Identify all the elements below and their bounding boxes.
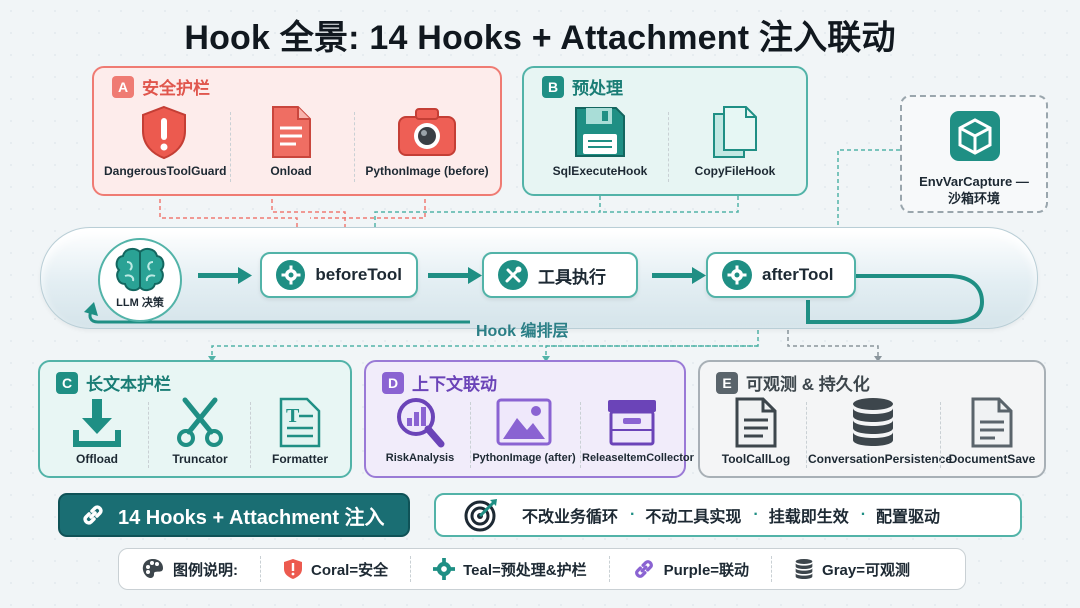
text-document-icon: T (279, 397, 321, 448)
legend-gray: Gray=可观测 (772, 556, 932, 582)
hook-document-save[interactable]: DocumentSave (942, 396, 1042, 466)
hook-conversation-persistence[interactable]: ConversationPersistence (808, 396, 952, 466)
target-icon (464, 499, 497, 532)
principle-item: 挂载即生效 (768, 509, 849, 526)
summary-button-label: 14 Hooks + Attachment 注入 (118, 506, 385, 529)
env-label-line1: EnvVarCapture — (919, 174, 1029, 189)
principle-separator: · (753, 506, 759, 523)
llm-decision-node[interactable]: LLM 决策 (98, 238, 182, 322)
scissors-icon (177, 397, 223, 447)
panel-e-title: 可观测 & 持久化 (746, 375, 870, 394)
hook-offload[interactable]: Offload (48, 396, 146, 466)
before-tool-node[interactable]: beforeTool (260, 252, 418, 298)
sandbox-cube-icon (950, 111, 1000, 161)
page-title: Hook 全景: 14 Hooks + Attachment 注入联动 (184, 19, 896, 57)
hook-dangerous-tool-guard[interactable]: DangerousToolGuard (104, 104, 226, 178)
image-icon (496, 398, 552, 446)
link-icon (83, 505, 103, 525)
llm-label: LLM 决策 (116, 297, 164, 309)
principle-separator: · (860, 506, 867, 523)
hooks-summary-button[interactable]: 14 Hooks + Attachment 注入 (58, 493, 410, 537)
panel-b-title: 预处理 (572, 79, 623, 98)
panel-safety-guard: A 安全护栏 DangerousToolGuard Onload PythonI… (92, 66, 502, 196)
panel-d-badge: D (382, 371, 404, 394)
legend-title: 图例说明: (119, 556, 261, 582)
hook-release-item-collector[interactable]: ReleaseItemCollector (582, 396, 694, 464)
tool-execute-node[interactable]: 工具执行 (482, 252, 638, 298)
tool-execute-label: 工具执行 (538, 267, 606, 287)
shield-alert-icon (284, 559, 302, 579)
principle-item: 配置驱动 (876, 509, 941, 526)
database-icon (795, 559, 813, 579)
panel-long-text-guard: C 长文本护栏 Offload Truncator T Formatter (38, 360, 352, 478)
panel-context-linkage: D 上下文联动 RiskAnalysis PythonImage (after)… (364, 360, 694, 478)
hook-sql-execute[interactable]: SqlExecuteHook (538, 104, 662, 178)
pipeline-label: Hook 编排层 (476, 323, 569, 340)
database-icon (853, 398, 893, 446)
hook-onload[interactable]: Onload (236, 104, 346, 178)
link-icon (634, 560, 653, 578)
hook-python-image-after[interactable]: PythonImage (after) (472, 396, 576, 464)
design-principles-bar: 不改业务循环 · 不动工具实现 · 挂载即生效 · 配置驱动 (434, 493, 1022, 537)
panel-a-badge: A (112, 75, 134, 98)
document-icon (272, 106, 311, 158)
principle-item: 不改业务循环 (522, 509, 619, 526)
gear-icon (433, 558, 456, 580)
gear-icon (722, 260, 752, 290)
copy-files-icon (713, 106, 757, 158)
hook-env-var-capture[interactable]: EnvVarCapture — 沙箱环境 (900, 95, 1048, 213)
principle-separator: · (630, 506, 636, 523)
panel-observability: E 可观测 & 持久化 ToolCallLog ConversationPers… (698, 360, 1046, 478)
env-label-line2: 沙箱环境 (947, 191, 1000, 206)
floppy-disk-icon (575, 107, 625, 157)
panel-c-badge: C (56, 371, 78, 394)
panel-b-badge: B (542, 75, 564, 98)
hook-truncator[interactable]: Truncator (152, 396, 248, 466)
panel-e-badge: E (716, 371, 738, 394)
legend-teal: Teal=预处理&护栏 (411, 556, 610, 582)
svg-text:T: T (286, 405, 300, 427)
hook-python-image-before[interactable]: PythonImage (before) (360, 104, 494, 178)
palette-icon (142, 559, 163, 579)
panel-preprocess: B 预处理 SqlExecuteHook CopyFileHook (522, 66, 808, 196)
brain-icon (115, 247, 165, 292)
log-document-icon (735, 397, 777, 448)
document-icon (971, 397, 1013, 448)
hook-copy-file[interactable]: CopyFileHook (674, 104, 796, 178)
before-tool-label: beforeTool (315, 265, 402, 284)
legend-bar: 图例说明: Coral=安全 Teal=预处理&护栏 Purple=联动 Gra… (118, 548, 966, 590)
download-icon (73, 399, 121, 447)
hook-formatter[interactable]: T Formatter (254, 396, 346, 466)
archive-box-icon (608, 400, 656, 446)
gear-icon (276, 260, 306, 290)
legend-coral: Coral=安全 (261, 556, 412, 582)
panel-c-title: 长文本护栏 (86, 375, 171, 394)
hook-tool-call-log[interactable]: ToolCallLog (708, 396, 804, 466)
shield-alert-icon (142, 105, 186, 160)
tools-icon (498, 260, 528, 290)
panel-d-title: 上下文联动 (412, 375, 497, 394)
after-tool-label: afterTool (762, 265, 834, 284)
principle-item: 不动工具实现 (645, 509, 742, 526)
legend-purple: Purple=联动 (610, 556, 773, 582)
camera-icon (398, 108, 456, 156)
magnifier-chart-icon (397, 398, 445, 448)
after-tool-node[interactable]: afterTool (706, 252, 856, 298)
hook-risk-analysis[interactable]: RiskAnalysis (374, 396, 466, 464)
panel-a-title: 安全护栏 (142, 79, 210, 98)
